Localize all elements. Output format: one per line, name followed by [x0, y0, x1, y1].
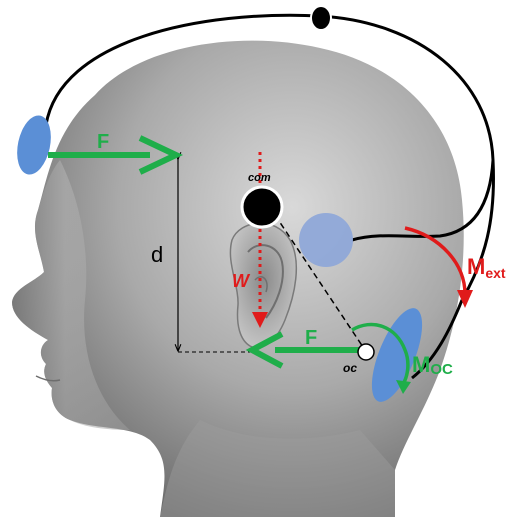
- top-knob: [311, 6, 331, 30]
- com-label: com: [248, 172, 271, 184]
- moment-ext-label: Mext: [467, 254, 506, 281]
- forehead-pad: [12, 112, 56, 177]
- oc-point: [358, 344, 374, 360]
- moment-ext-sub: ext: [485, 265, 506, 281]
- occipital-pad-upper: [299, 213, 353, 267]
- oc-label: oc: [343, 361, 357, 375]
- moment-oc-main: M: [412, 352, 430, 377]
- force-top-label: F: [97, 131, 109, 153]
- com-point: [242, 187, 282, 227]
- moment-ext-main: M: [467, 254, 485, 279]
- moment-oc-sub: OC: [430, 361, 453, 378]
- force-bottom-label: F: [305, 327, 317, 349]
- distance-label: d: [151, 242, 163, 267]
- weight-label: W: [232, 271, 251, 291]
